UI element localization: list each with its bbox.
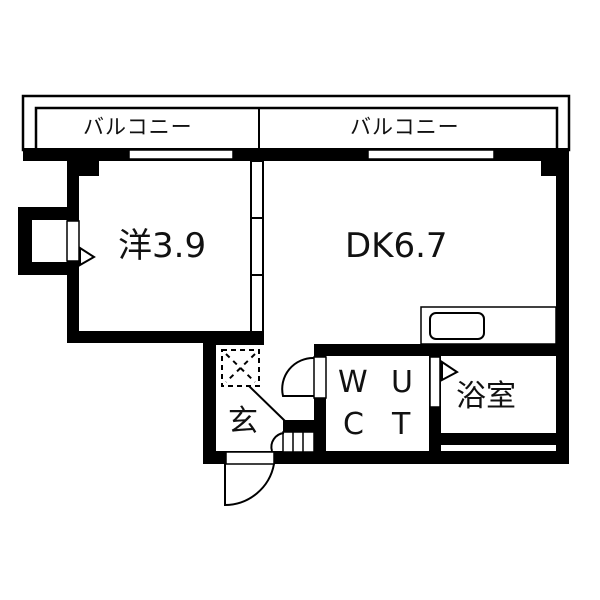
- entrance-door: [224, 451, 275, 507]
- bath-door: [429, 356, 459, 408]
- dining-kitchen-label: DK6.7: [345, 226, 448, 266]
- entrance-label: 玄: [228, 404, 258, 439]
- bathroom-label: 浴室: [456, 379, 516, 414]
- balcony-label-left: バルコニー: [83, 115, 193, 139]
- kitchen-counter: [420, 306, 557, 345]
- toilet-label-c: C: [343, 407, 364, 442]
- western-room-label: 洋3.9: [118, 226, 207, 266]
- toilet-label-u: U: [391, 365, 413, 400]
- wc-door: [281, 356, 327, 399]
- exterior-walls: [18, 148, 569, 464]
- shoe-storage: [221, 349, 286, 422]
- window-dk: [367, 149, 495, 160]
- genkan-step: [270, 431, 315, 453]
- closet-door-arrow-icon: [79, 246, 96, 267]
- window-western: [128, 149, 234, 160]
- toilet-label-w: W: [338, 365, 368, 400]
- sliding-partition: [250, 160, 264, 333]
- balcony-label-right: バルコニー: [350, 115, 460, 139]
- toilet-label-t: T: [392, 407, 411, 442]
